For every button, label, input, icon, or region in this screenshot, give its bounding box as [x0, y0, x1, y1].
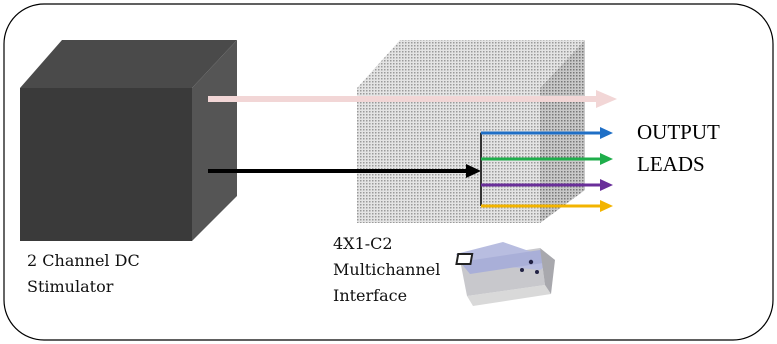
arrow-black: [208, 164, 481, 178]
stimulator-label-line1: 2 Channel DC: [27, 251, 140, 270]
stimulator-top: [20, 40, 237, 88]
interface-label-line3: Interface: [333, 286, 407, 305]
lead-green: [481, 153, 613, 165]
interface-box: [357, 40, 585, 223]
interface-top: [357, 40, 585, 88]
lead-purple: [481, 179, 613, 191]
lead-yellow: [481, 200, 613, 212]
device-photo-icon: [455, 242, 555, 306]
output-label-line1: OUTPUT: [637, 120, 720, 144]
output-leads: [480, 127, 613, 212]
interface-front: [357, 88, 540, 223]
output-label-line2: LEADS: [637, 152, 705, 176]
lead-blue: [481, 127, 613, 139]
stimulator-front: [20, 88, 192, 241]
arrow-pink: [208, 90, 617, 108]
interface-label-line1: 4X1-C2: [333, 234, 393, 253]
stimulator-side: [192, 40, 237, 241]
stimulator-box: [20, 40, 237, 241]
interface-label-line2: Multichannel: [333, 260, 440, 279]
stimulator-label-line2: Stimulator: [27, 277, 114, 296]
